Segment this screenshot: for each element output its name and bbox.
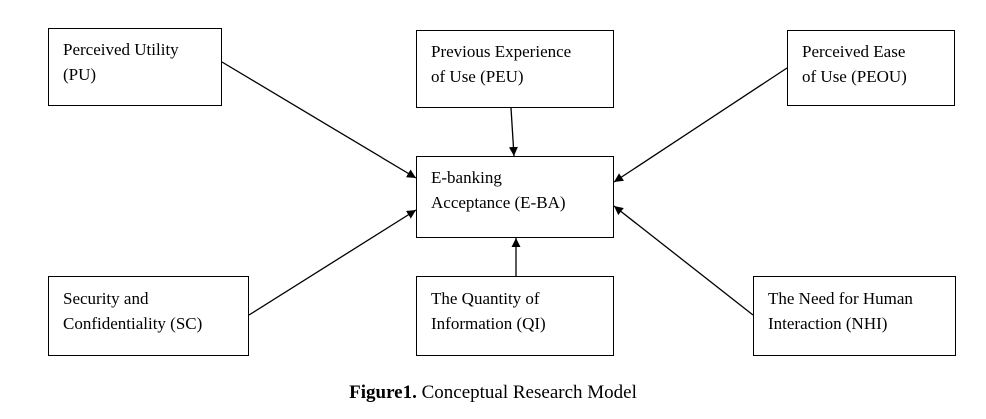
node-label-line: The Need for Human — [768, 289, 913, 308]
arrow-peou-to-eba — [613, 67, 788, 183]
node-previous-experience: Previous Experience of Use (PEU) — [416, 30, 614, 108]
node-label-line: Perceived Ease — [802, 42, 906, 61]
node-label-line: Security and — [63, 289, 149, 308]
figure-caption: Figure1. Conceptual Research Model — [0, 382, 986, 404]
node-e-banking-acceptance: E-banking Acceptance (E-BA) — [416, 156, 614, 238]
node-security-confidentiality: Security and Confidentiality (SC) — [48, 276, 249, 356]
node-label-line: (PU) — [63, 65, 97, 84]
node-need-for-human-interaction: The Need for Human Interaction (NHI) — [753, 276, 956, 356]
arrow-peu-to-eba — [508, 107, 518, 157]
node-label-line: Information (QI) — [431, 314, 546, 333]
arrow-sc-to-eba — [248, 209, 417, 316]
arrow-nhi-to-eba — [613, 205, 754, 316]
node-label-line: of Use (PEU) — [431, 67, 524, 86]
node-label-line: Interaction (NHI) — [768, 314, 888, 333]
node-label-line: Acceptance (E-BA) — [431, 193, 566, 212]
node-label-line: Perceived Utility — [63, 40, 179, 59]
arrow-pu-to-eba — [221, 61, 417, 179]
node-label-line: The Quantity of — [431, 289, 540, 308]
node-label-line: E-banking — [431, 168, 502, 187]
figure-caption-label: Figure1. — [349, 382, 417, 403]
node-label-line: Confidentiality (SC) — [63, 314, 203, 333]
node-quantity-of-information: The Quantity of Information (QI) — [416, 276, 614, 356]
node-label-line: of Use (PEOU) — [802, 67, 907, 86]
node-label-line: Previous Experience — [431, 42, 572, 61]
node-perceived-utility: Perceived Utility (PU) — [48, 28, 222, 106]
figure-caption-text: Conceptual Research Model — [416, 382, 637, 403]
node-perceived-ease-of-use: Perceived Ease of Use (PEOU) — [787, 30, 955, 106]
